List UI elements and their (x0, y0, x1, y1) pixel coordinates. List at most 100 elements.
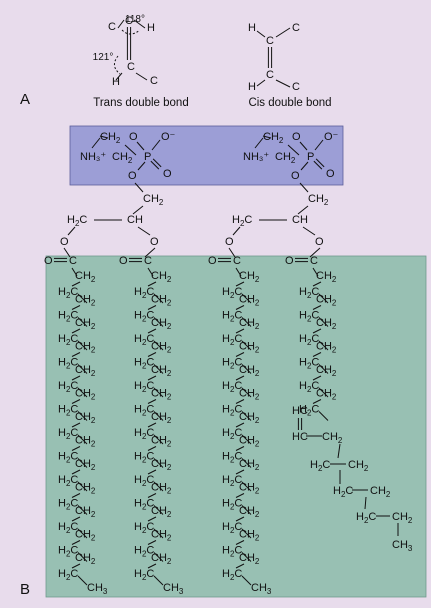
glycerol-left-o-left: O (60, 236, 69, 248)
trans-bond (135, 72, 148, 81)
head-left-bond (124, 144, 137, 156)
head-right-bond (314, 139, 324, 151)
chain-1-h2c: H2C (58, 286, 78, 300)
chain-2-h2c: H2C (134, 333, 154, 347)
chain-3-bond (241, 434, 252, 445)
chain-4-h2c: H2C (356, 511, 376, 525)
glycerol-left-h2c: H2C (67, 214, 87, 228)
chain-3-bond (241, 317, 252, 327)
chain-4-ch2: CH2 (316, 317, 337, 331)
chain-2-bond (153, 293, 164, 304)
chain-3-h2c: H2C (222, 498, 242, 512)
chain-4-h2c: H2C (299, 310, 319, 324)
cis-bond (275, 79, 291, 88)
chain-2-h2c: H2C (134, 451, 154, 465)
glycerol-left-o-right: O (150, 236, 159, 248)
chain-1-bond (71, 352, 81, 357)
chain-1-bond (71, 493, 81, 498)
chain-3-bond (235, 375, 245, 381)
chain-2-bond (147, 469, 157, 475)
chain-4-bond (318, 411, 329, 421)
chain-2-bond (147, 422, 157, 428)
chain-3-h2c: H2C (222, 545, 242, 559)
head-left-ch2-low: CH2 (112, 151, 133, 165)
head-right-po-double (313, 160, 323, 170)
chain-4-bond (318, 387, 329, 398)
chain-3-h2c: H2C (222, 451, 242, 465)
chain-4-bond (312, 352, 322, 357)
chain-3-ch2: CH2 (239, 294, 260, 308)
chain-4-bond (364, 496, 367, 510)
head-left-bond (151, 139, 161, 151)
glycerol-left-ch: CH (127, 214, 143, 226)
chain-3-h2c: H2C (222, 474, 242, 488)
cis-hydrogen-lower: H (248, 81, 256, 93)
chain-1-h2c: H2C (58, 498, 78, 512)
chain-3-h2c: H2C (222, 286, 242, 300)
chain-1-h2c: H2C (58, 380, 78, 394)
head-right-phosphorus: P (307, 151, 314, 163)
cis-carbon-upper: C (266, 35, 274, 47)
head-left-bond (136, 141, 145, 151)
chain-1-ch2: CH2 (75, 482, 96, 496)
chain-2-h2c: H2C (134, 474, 154, 488)
glycerol-right-o-left: O (225, 236, 234, 248)
chain-2-bond (147, 267, 154, 277)
head-left-po-double (152, 158, 162, 168)
chain-1-bond (77, 340, 88, 351)
chain-1-bond (77, 364, 88, 374)
chain-2-ch2: CH2 (151, 341, 172, 355)
glycerol-left-ch2-top: CH2 (143, 193, 164, 207)
cis-bond (275, 27, 291, 38)
panel-label-b: B (20, 581, 30, 598)
chain-3-ch2: CH2 (239, 552, 260, 566)
chain-3-bond (241, 575, 252, 586)
chain-2-ch2: CH2 (151, 317, 172, 331)
head-right-bond (300, 161, 309, 171)
chain-4-ch2: CH2 (316, 341, 337, 355)
head-left-o-ester: O (128, 170, 137, 182)
head-right-bond (262, 135, 272, 139)
glycerol-right-bond (309, 247, 321, 258)
glycerol-left-bond (63, 247, 71, 258)
chain-1-bond (71, 267, 78, 277)
chain-1-bond (77, 505, 88, 515)
chain-1-ch2: CH2 (75, 388, 96, 402)
chain-2-ch2: CH2 (151, 388, 172, 402)
chain-1-h2c: H2C (58, 404, 78, 418)
chain-4-bond (312, 305, 322, 310)
head-right-o-ester: O (291, 170, 300, 182)
chain-4-h2c: H2C (299, 357, 319, 371)
chain-1-h2c: H2C (58, 427, 78, 441)
chain-1-ch2: CH2 (75, 294, 96, 308)
chain-4-bond (312, 328, 322, 334)
cis-hydrogen-upper: H (248, 22, 256, 34)
chain-4-h2c: H2C (299, 286, 319, 300)
carbonyl-2-carbon: C (144, 255, 152, 267)
glycerol-right-bond (297, 205, 309, 215)
chain-4-ch3: CH3 (392, 539, 413, 553)
glycerol-right-bond (228, 247, 236, 258)
chain-3-ch2: CH2 (239, 317, 260, 331)
chain-1-bond (71, 399, 81, 404)
carbonyl-2-oxygen: O (119, 255, 128, 267)
chain-4-bond (312, 399, 322, 404)
chain-4-bond (318, 340, 329, 351)
glycerol-right-ch2-top: CH2 (308, 193, 329, 207)
chain-1-bond (71, 540, 81, 545)
trans-bond (117, 19, 125, 29)
chain-1-ch2: CH2 (75, 505, 96, 519)
head-right-o-top-left: O (292, 131, 301, 143)
chain-3-bond (241, 552, 252, 562)
chain-3-bond (241, 411, 252, 421)
chain-3-bond (235, 281, 245, 287)
chain-3-h2c: H2C (222, 521, 242, 535)
glycerol-right-ch: CH (292, 214, 308, 226)
chain-2-bond (153, 340, 164, 351)
chain-1-bond (77, 411, 88, 421)
chain-1-ch2: CH2 (75, 552, 96, 566)
chain-1-bond (77, 293, 88, 304)
chain-1-ch2: CH2 (75, 458, 96, 472)
chain-4-bond (337, 443, 341, 459)
chain-1-h2c: H2C (58, 474, 78, 488)
